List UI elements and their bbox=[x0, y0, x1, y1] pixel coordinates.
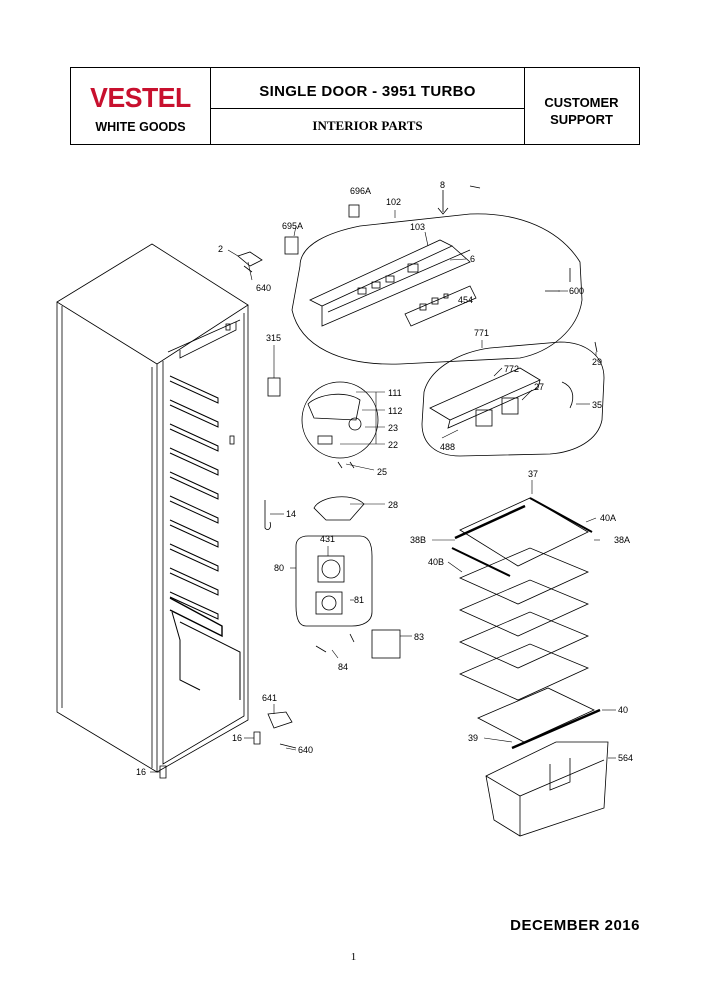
label-35: 35 bbox=[592, 400, 602, 410]
part-83-housing bbox=[371, 629, 401, 659]
label-600: 600 bbox=[569, 286, 584, 296]
support-label: CUSTOMER SUPPORT bbox=[525, 94, 638, 128]
glass-shelves bbox=[451, 497, 601, 750]
part-16-foot-lower bbox=[159, 765, 167, 779]
label-39: 39 bbox=[468, 733, 478, 743]
part-29-clip bbox=[594, 341, 598, 353]
shelf-rails bbox=[169, 375, 241, 700]
label-83: 83 bbox=[414, 632, 424, 642]
label-84: 84 bbox=[338, 662, 348, 672]
label-112: 112 bbox=[388, 406, 402, 416]
label-564: 564 bbox=[618, 753, 633, 763]
label-488: 488 bbox=[440, 442, 455, 452]
label-641: 641 bbox=[262, 693, 277, 703]
fan-motor-group bbox=[295, 535, 373, 627]
section-title: INTERIOR PARTS bbox=[312, 118, 423, 133]
label-640-top: 640 bbox=[256, 283, 271, 293]
part-315-sensor bbox=[267, 377, 281, 397]
part-600-wire bbox=[545, 268, 571, 292]
part-695a-shape bbox=[284, 236, 299, 255]
label-102: 102 bbox=[386, 197, 401, 207]
label-28: 28 bbox=[388, 500, 398, 510]
label-40: 40 bbox=[618, 705, 628, 715]
label-40b: 40B bbox=[428, 557, 444, 567]
label-22: 22 bbox=[388, 440, 398, 450]
logo-cell: VESTEL WHITE GOODS bbox=[71, 68, 211, 144]
part-84-screws bbox=[315, 633, 355, 653]
label-8: 8 bbox=[440, 180, 445, 190]
label-23: 23 bbox=[388, 423, 398, 433]
label-14: 14 bbox=[286, 509, 296, 519]
label-431: 431 bbox=[320, 534, 335, 544]
part-8-pin bbox=[469, 185, 481, 189]
label-38b: 38B bbox=[410, 535, 426, 545]
control-panel-group bbox=[291, 213, 583, 365]
label-696a: 696A bbox=[350, 186, 371, 196]
label-37: 37 bbox=[528, 469, 538, 479]
leader-lines bbox=[150, 210, 616, 773]
title-block: VESTEL WHITE GOODS SINGLE DOOR - 3951 TU… bbox=[70, 67, 640, 145]
issue-date: DECEMBER 2016 bbox=[510, 917, 640, 934]
part-16-foot-upper bbox=[253, 731, 261, 745]
part-8-screw bbox=[437, 190, 449, 215]
support-line-1: CUSTOMER bbox=[544, 95, 619, 110]
page-number: 1 bbox=[350, 951, 357, 963]
label-16-lower: 16 bbox=[136, 767, 146, 777]
label-25: 25 bbox=[377, 467, 387, 477]
label-38a: 38A bbox=[614, 535, 630, 545]
brand-logo: VESTEL bbox=[90, 82, 191, 113]
label-103: 103 bbox=[410, 222, 425, 232]
part-28-duct bbox=[313, 496, 365, 521]
support-line-2: SUPPORT bbox=[550, 112, 613, 127]
model-title: SINGLE DOOR - 3951 TURBO bbox=[259, 83, 476, 100]
label-6: 6 bbox=[470, 254, 475, 264]
crisper-drawer bbox=[485, 741, 609, 837]
support-cell: CUSTOMER SUPPORT bbox=[525, 68, 638, 144]
label-2: 2 bbox=[218, 244, 223, 254]
cabinet-liner bbox=[56, 243, 249, 773]
part-2-bracket bbox=[237, 251, 263, 273]
label-315: 315 bbox=[266, 333, 281, 343]
part-641-hinge bbox=[267, 711, 293, 729]
label-454: 454 bbox=[458, 295, 473, 305]
label-771: 771 bbox=[474, 328, 489, 338]
label-81: 81 bbox=[354, 595, 364, 605]
label-27: 27 bbox=[534, 382, 544, 392]
part-14-cable bbox=[264, 500, 271, 530]
title-cell: SINGLE DOOR - 3951 TURBO INTERIOR PARTS bbox=[211, 68, 525, 144]
title-divider bbox=[211, 108, 524, 109]
label-111: 111 bbox=[388, 388, 402, 398]
part-696a-shape bbox=[348, 204, 360, 218]
label-772: 772 bbox=[504, 364, 519, 374]
sub-brand: WHITE GOODS bbox=[95, 120, 186, 134]
fan-cover-group bbox=[301, 381, 379, 459]
part-640-screws bbox=[279, 743, 297, 749]
light-cover-group bbox=[421, 341, 605, 457]
part-labels: 696A 8 102 695A 103 2 6 640 600 454 771 … bbox=[136, 180, 633, 777]
label-29: 29 bbox=[592, 357, 602, 367]
label-640-bottom: 640 bbox=[298, 745, 313, 755]
label-40a: 40A bbox=[600, 513, 616, 523]
label-80: 80 bbox=[274, 563, 284, 573]
label-16-upper: 16 bbox=[232, 733, 242, 743]
label-695a: 695A bbox=[282, 221, 303, 231]
